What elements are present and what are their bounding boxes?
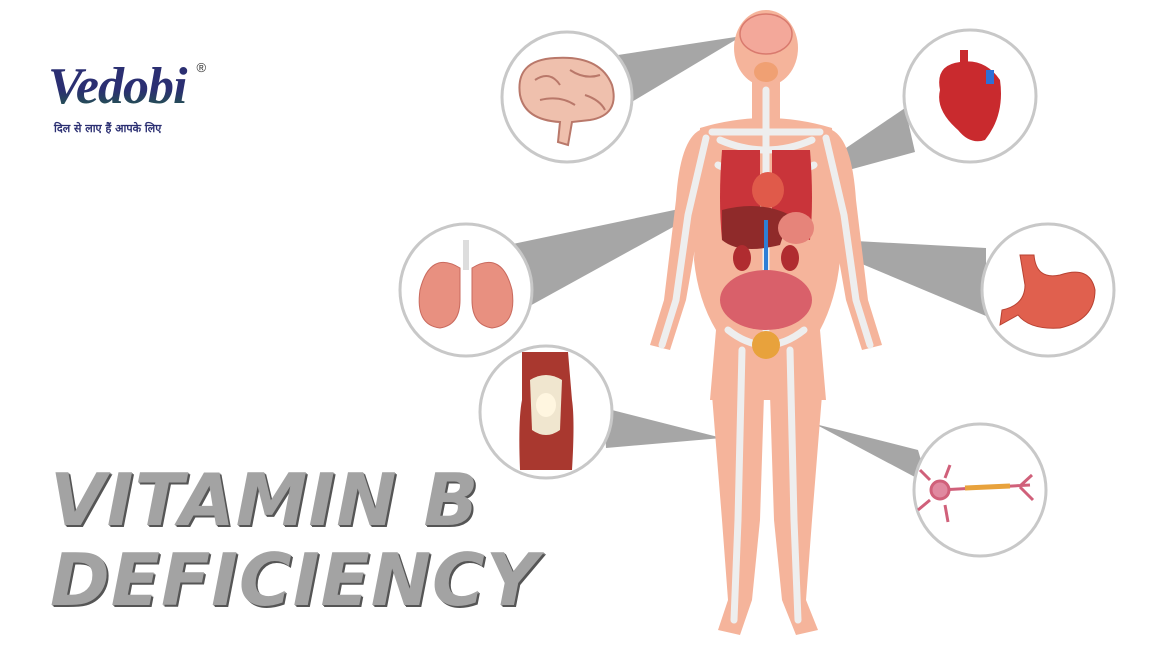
logo-brand: Vedobi bbox=[48, 56, 192, 118]
registered-mark: ® bbox=[196, 60, 207, 75]
title-line-2: DEFICIENCY bbox=[50, 538, 539, 622]
logo-tagline: दिल से लाए हैं आपके लिए bbox=[54, 122, 162, 135]
brain-in-head bbox=[739, 13, 793, 55]
neuron-icon bbox=[917, 464, 1035, 523]
logo-wordmark-row: Vedobi ® bbox=[48, 56, 206, 118]
internal-organs bbox=[720, 150, 814, 359]
callout-lungs bbox=[508, 200, 722, 308]
stomach-icon bbox=[999, 254, 1096, 329]
vedobi-logo: Vedobi ® दिल से लाए हैं आपके लिए bbox=[48, 56, 206, 136]
lungs-icon bbox=[418, 240, 514, 329]
heart-icon bbox=[939, 50, 1001, 142]
title: VITAMIN B DEFICIENCY bbox=[50, 462, 539, 618]
title-line-1: VITAMIN B bbox=[50, 458, 480, 542]
callout-brain bbox=[618, 36, 742, 103]
knee-icon bbox=[519, 352, 574, 470]
callout-neuron bbox=[815, 424, 928, 484]
nasal-cavity bbox=[754, 62, 778, 82]
neuron-circle bbox=[912, 422, 1048, 558]
callout-knee bbox=[604, 408, 722, 448]
brain-icon bbox=[518, 56, 615, 147]
